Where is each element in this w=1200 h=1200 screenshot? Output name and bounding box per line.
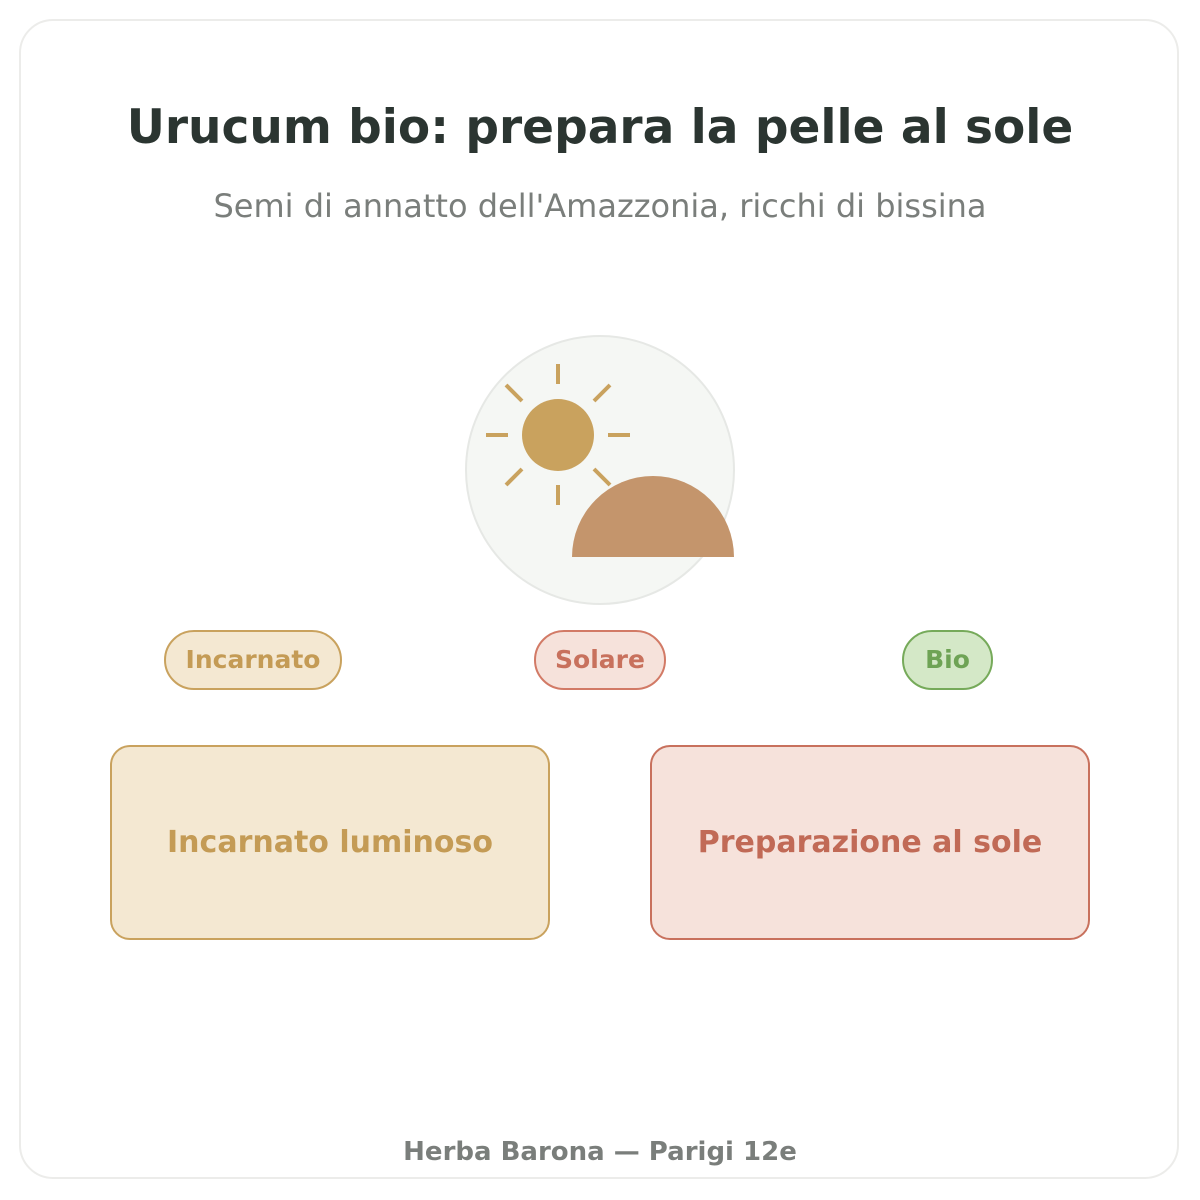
- page-title: Urucum bio: prepara la pelle al sole: [126, 100, 1074, 155]
- page-subtitle: Semi di annatto dell'Amazzonia, ricchi d…: [213, 187, 987, 225]
- tag-bio: Bio: [902, 630, 993, 690]
- hero-background-circle: [465, 335, 735, 605]
- panel-incarnato-luminoso: Incarnato luminoso: [110, 745, 550, 940]
- tag-incarnato: Incarnato: [164, 630, 342, 690]
- sun-icon: [486, 364, 630, 505]
- panel-preparazione-al-sole: Preparazione al sole: [650, 745, 1090, 940]
- panel-label: Incarnato luminoso: [167, 825, 493, 860]
- skin-shape-icon: [572, 476, 734, 557]
- sun-over-skin-icon: [465, 335, 735, 605]
- footer-credit: Herba Barona — Parigi 12e: [403, 1137, 797, 1167]
- panel-label: Preparazione al sole: [697, 825, 1043, 860]
- tag-solare: Solare: [534, 630, 666, 690]
